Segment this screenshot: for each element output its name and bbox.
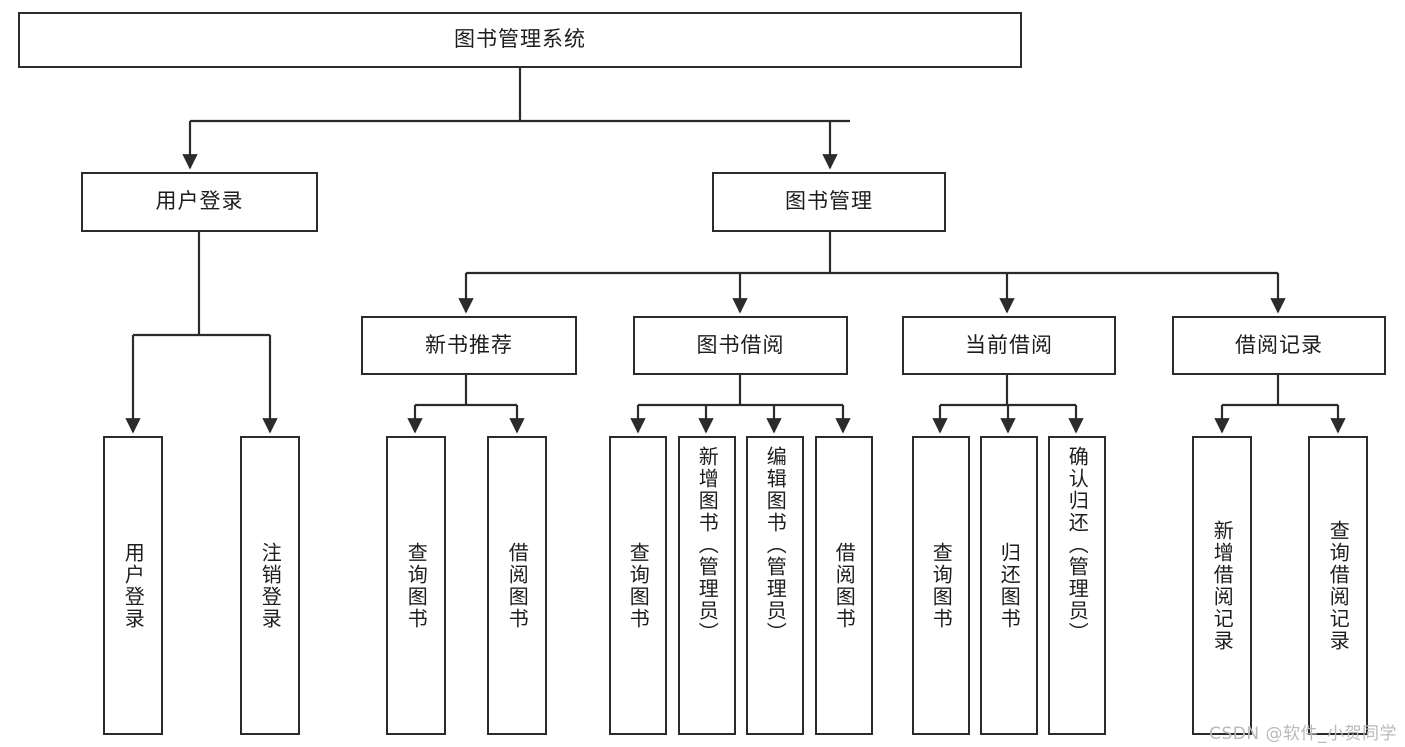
node-leaf-return-book[interactable]: 归还图书 bbox=[980, 436, 1038, 735]
node-leaf-query-book-3-label: 查询图书 bbox=[929, 541, 954, 630]
node-leaf-edit-book-label: 编辑图书（管理员） bbox=[763, 446, 788, 644]
node-leaf-add-borrow-record[interactable]: 新增借阅记录 bbox=[1192, 436, 1252, 735]
node-leaf-query-borrow-record-label: 查询借阅记录 bbox=[1326, 519, 1351, 652]
node-leaf-confirm-return-label: 确认归还（管理员） bbox=[1065, 446, 1090, 644]
node-leaf-query-book-3[interactable]: 查询图书 bbox=[912, 436, 970, 735]
node-leaf-query-book-2[interactable]: 查询图书 bbox=[609, 436, 667, 735]
node-leaf-query-book-1[interactable]: 查询图书 bbox=[386, 436, 446, 735]
node-leaf-query-borrow-record[interactable]: 查询借阅记录 bbox=[1308, 436, 1368, 735]
node-leaf-edit-book[interactable]: 编辑图书（管理员） bbox=[746, 436, 804, 735]
node-leaf-add-book[interactable]: 新增图书（管理员） bbox=[678, 436, 736, 735]
node-leaf-confirm-return[interactable]: 确认归还（管理员） bbox=[1048, 436, 1106, 735]
node-user-login[interactable]: 用户登录 bbox=[81, 172, 318, 232]
node-book-manage-label: 图书管理 bbox=[785, 189, 873, 214]
node-leaf-borrow-book-1-label: 借阅图书 bbox=[505, 541, 530, 630]
node-borrow-record[interactable]: 借阅记录 bbox=[1172, 316, 1386, 375]
node-current-borrow[interactable]: 当前借阅 bbox=[902, 316, 1116, 375]
node-leaf-query-book-2-label: 查询图书 bbox=[626, 541, 651, 630]
node-book-manage[interactable]: 图书管理 bbox=[712, 172, 946, 232]
node-new-book-recommend[interactable]: 新书推荐 bbox=[361, 316, 577, 375]
node-root[interactable]: 图书管理系统 bbox=[18, 12, 1022, 68]
node-leaf-borrow-book-2[interactable]: 借阅图书 bbox=[815, 436, 873, 735]
node-borrow-record-label: 借阅记录 bbox=[1235, 332, 1323, 357]
node-leaf-logout-login-label: 注销登录 bbox=[258, 541, 283, 630]
node-leaf-user-login-label: 用户登录 bbox=[121, 541, 146, 630]
node-user-login-label: 用户登录 bbox=[155, 189, 244, 214]
node-leaf-borrow-book-2-label: 借阅图书 bbox=[832, 541, 857, 630]
node-book-borrow[interactable]: 图书借阅 bbox=[633, 316, 848, 375]
node-new-book-recommend-label: 新书推荐 bbox=[425, 332, 513, 357]
node-current-borrow-label: 当前借阅 bbox=[965, 332, 1053, 357]
node-leaf-logout-login[interactable]: 注销登录 bbox=[240, 436, 300, 735]
node-leaf-query-book-1-label: 查询图书 bbox=[404, 541, 429, 630]
csdn-watermark: CSDN @软件_小贺同学 bbox=[1209, 724, 1397, 744]
node-leaf-borrow-book-1[interactable]: 借阅图书 bbox=[487, 436, 547, 735]
node-leaf-add-borrow-record-label: 新增借阅记录 bbox=[1210, 519, 1235, 652]
node-leaf-user-login[interactable]: 用户登录 bbox=[103, 436, 163, 735]
node-root-label: 图书管理系统 bbox=[454, 27, 586, 52]
node-book-borrow-label: 图书借阅 bbox=[696, 332, 785, 357]
node-leaf-add-book-label: 新增图书（管理员） bbox=[695, 446, 720, 644]
node-leaf-return-book-label: 归还图书 bbox=[997, 541, 1022, 630]
